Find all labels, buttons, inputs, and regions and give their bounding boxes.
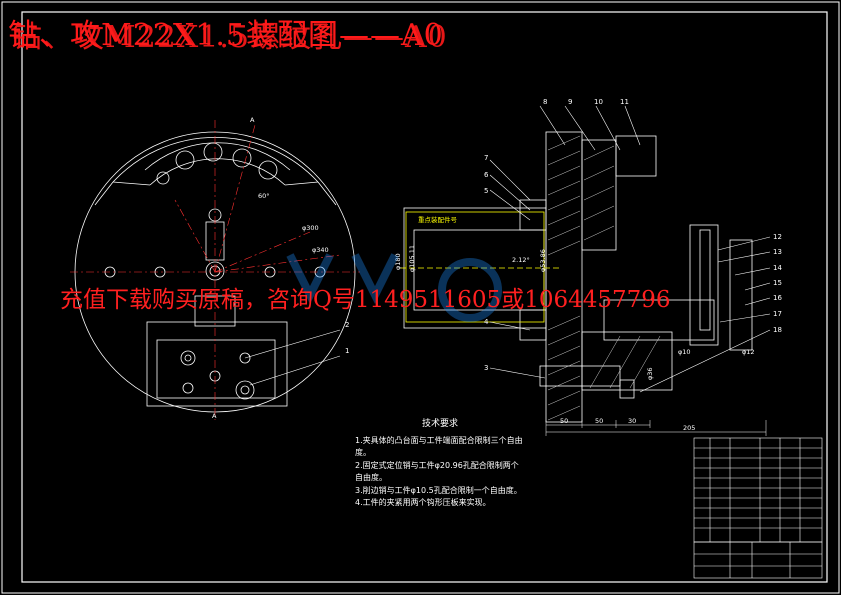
part-number-11: 11 bbox=[620, 98, 629, 106]
title-block bbox=[693, 437, 823, 579]
dim-d2: φ340 bbox=[312, 246, 329, 254]
dim-w3: 30 bbox=[628, 417, 636, 425]
watermark-logo bbox=[286, 253, 502, 322]
part-number-10: 10 bbox=[594, 98, 603, 106]
tech-requirement-line: 3.削边销与工件φ10.5孔配合限制一个自由度。 bbox=[355, 485, 522, 495]
tech-requirements: 技术要求 1.夹具体的凸台面与工件端面配合限制三个自由 度。 2.固定式定位销与… bbox=[355, 418, 525, 510]
part-number-17: 17 bbox=[773, 310, 782, 318]
dim-a1: 60° bbox=[258, 192, 270, 200]
tech-requirement-line: 自由度。 bbox=[355, 473, 387, 482]
note-key-parts: 重点装配件号 bbox=[418, 215, 458, 224]
dim-d8: φ12 bbox=[742, 348, 755, 356]
watermark-text: 充值下载购买原稿，咨询Q号1149511605或1064457796 bbox=[60, 287, 671, 313]
part-number-16: 16 bbox=[773, 294, 782, 302]
tech-requirements-title: 技术要求 bbox=[421, 419, 458, 429]
dim-d7: φ10 bbox=[678, 348, 691, 356]
dim-d5: φ180 bbox=[394, 253, 402, 270]
title-layer-2: 钻、攻M22X1.5螺纹孔——A0 bbox=[12, 20, 448, 55]
part-number-18: 18 bbox=[773, 326, 782, 334]
part-number-5: 5 bbox=[484, 187, 488, 195]
part-number-2: 2 bbox=[345, 321, 349, 329]
tech-requirement-line: 度。 bbox=[355, 448, 371, 457]
section-leaders bbox=[489, 105, 771, 393]
part-number-9: 9 bbox=[568, 98, 572, 106]
tech-requirement-line: 1.夹具体的凸台面与工件端面配合限制三个自由 bbox=[355, 435, 523, 445]
section-mark-bottom: A bbox=[212, 412, 217, 420]
dim-d1: φ300 bbox=[302, 224, 319, 232]
section-mark-top: A bbox=[250, 116, 255, 124]
dim-w1: 50 bbox=[560, 417, 568, 425]
dim-w4: 205 bbox=[683, 424, 695, 432]
part-number-12: 12 bbox=[773, 233, 782, 241]
section-view bbox=[403, 131, 753, 423]
plan-leaders bbox=[244, 329, 341, 386]
bottom-dim-lines bbox=[545, 420, 767, 436]
part-number-15: 15 bbox=[773, 279, 782, 287]
plan-centerlines bbox=[70, 120, 360, 420]
workpiece-outline bbox=[400, 211, 560, 323]
part-number-3: 3 bbox=[484, 364, 488, 372]
part-number-1: 1 bbox=[345, 347, 349, 355]
dim-a2: 2.12° bbox=[512, 256, 530, 264]
inner-frame bbox=[21, 11, 828, 583]
section-hatching bbox=[547, 135, 661, 421]
part-number-6: 6 bbox=[484, 171, 489, 179]
dim-d6: φ105.11 bbox=[408, 245, 416, 272]
title-layer-1: 钻、攻M22X1.5装配图——A0 bbox=[8, 18, 444, 53]
dim-w2: 50 bbox=[595, 417, 603, 425]
part-number-13: 13 bbox=[773, 248, 782, 256]
part-number-14: 14 bbox=[773, 264, 782, 272]
dim-d4: φ53.86 bbox=[539, 249, 547, 272]
part-number-4: 4 bbox=[484, 318, 489, 326]
tech-requirement-line: 2.固定式定位销与工件φ20.96孔配合限制两个 bbox=[355, 460, 519, 470]
part-number-8: 8 bbox=[543, 98, 547, 106]
dim-d9: φ36 bbox=[646, 367, 654, 380]
tech-requirement-line: 4.工件的夹紧用两个钩形压板来实现。 bbox=[355, 498, 491, 507]
part-number-7: 7 bbox=[484, 154, 488, 162]
